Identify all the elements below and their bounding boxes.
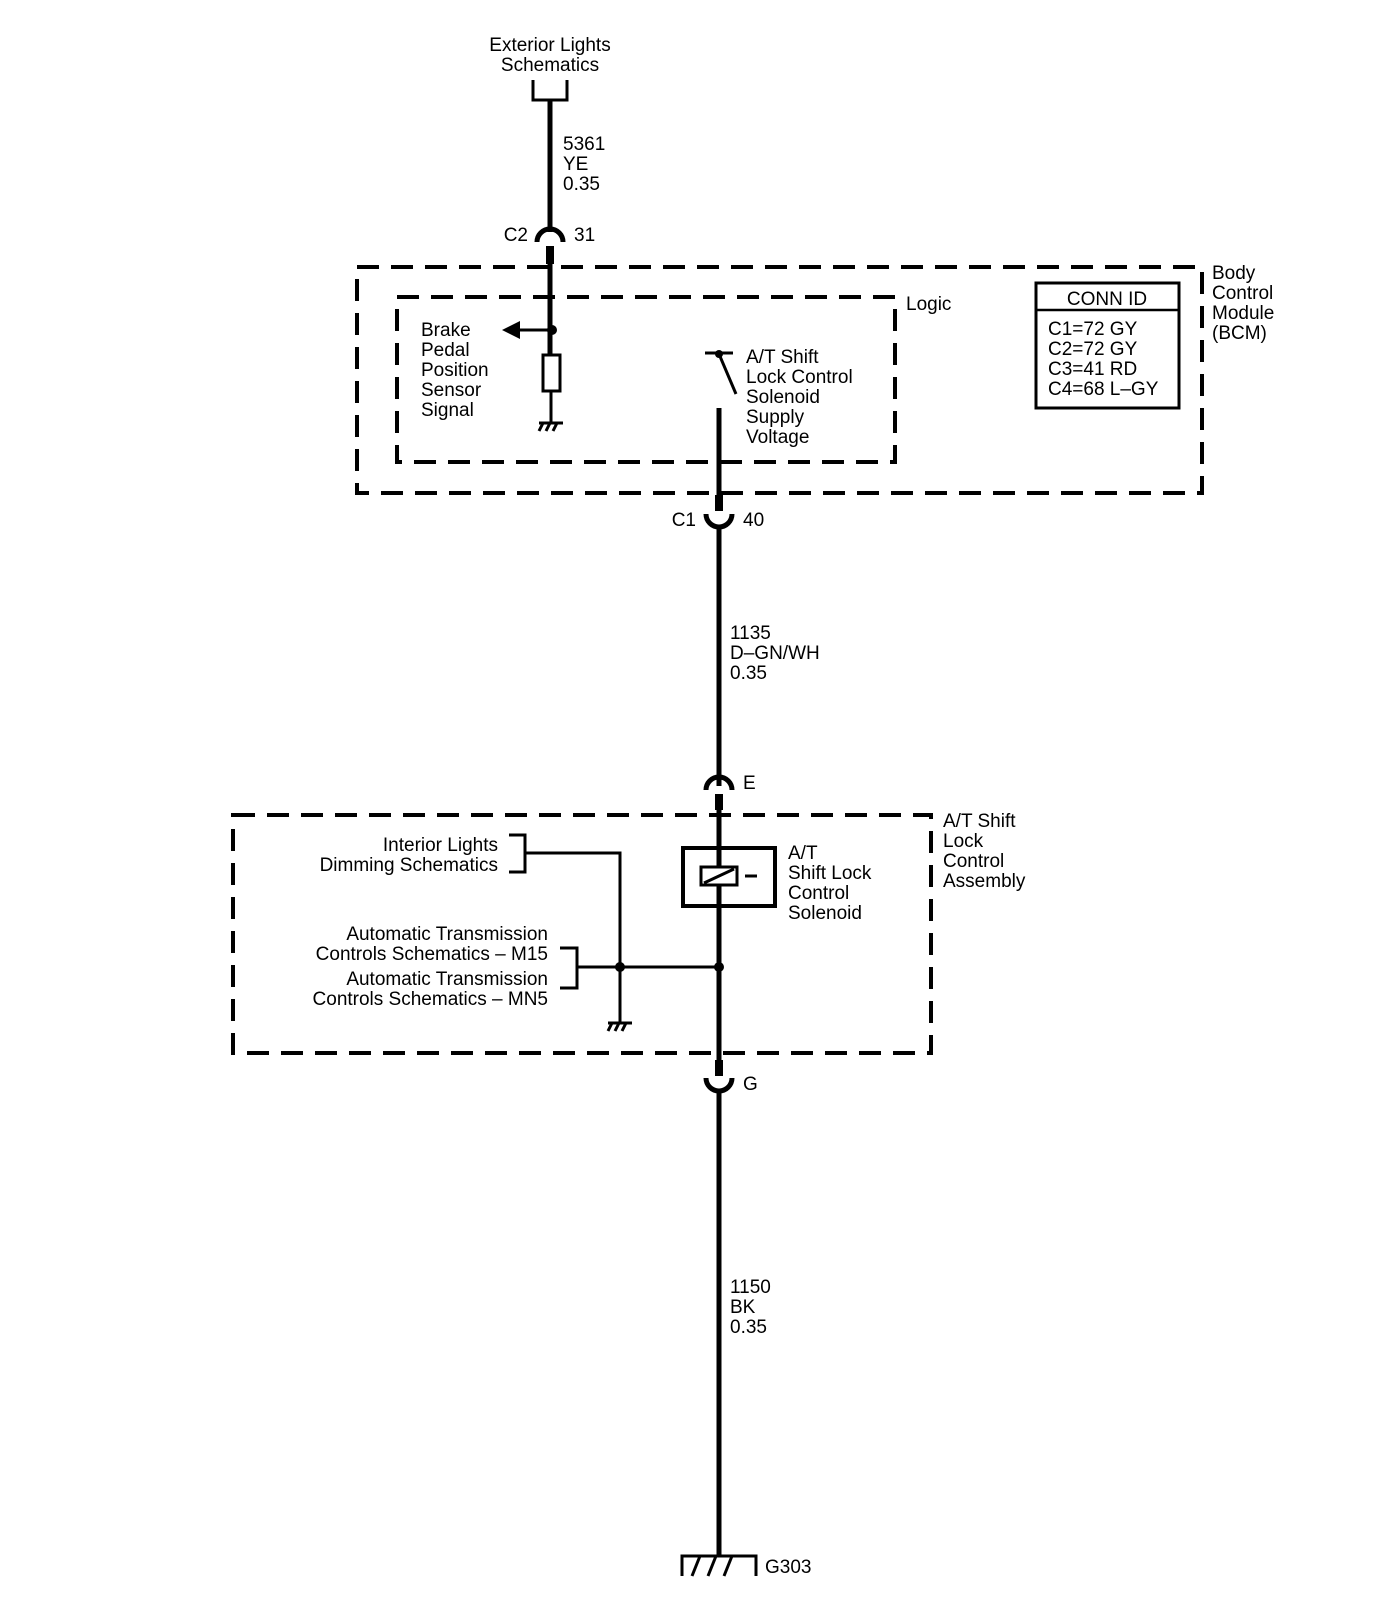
connector-c1-arc-icon [703,513,735,530]
wire-1135-label: 1135 D–GN/WH 0.35 [730,623,820,684]
switch-label-line3: Solenoid [746,387,820,408]
exterior-lights-reference[interactable]: Exterior Lights Schematics [489,35,611,102]
wire-1135-circuit: 1135 [730,623,771,644]
switch-label-line2: Lock Control [746,367,853,388]
connector-g-arc-icon [703,1077,735,1094]
wire-1150-circuit: 1150 [730,1277,771,1298]
trans-mn5-line2: Controls Schematics – MN5 [313,989,548,1010]
wire-5361-size: 0.35 [563,174,600,195]
wire-5361-label: 5361 YE 0.35 [563,134,605,195]
assembly-label-line2: Lock [943,831,984,852]
solenoid-label-line4: Solenoid [788,903,862,924]
reference-bracket-icon [560,946,579,990]
trans-m15-line2: Controls Schematics – M15 [316,944,548,965]
switch-label: A/T Shift Lock Control Solenoid Supply V… [746,347,853,448]
interior-lights-reference[interactable]: Interior Lights Dimming Schematics [320,833,527,876]
bcm-label: Body Control Module (BCM) [1212,263,1274,344]
splice-dot-icon [615,962,625,972]
conn-id-row: C4=68 L–GY [1048,379,1159,400]
connector-c2: C2 31 [504,225,595,264]
connector-c2-pin: 31 [574,225,595,246]
assembly-label-line4: Assembly [943,871,1026,892]
connector-e-pin: E [743,773,756,794]
connector-c1-name: C1 [672,510,696,531]
switch-label-line1: A/T Shift [746,347,819,368]
exterior-lights-ref-line2: Schematics [501,55,599,76]
wire-1150-label: 1150 BK 0.35 [730,1277,771,1338]
assembly-label-line3: Control [943,851,1004,872]
wire-5361-color: YE [563,154,588,175]
wire-1135-size: 0.35 [730,663,767,684]
chassis-ground-icon [680,1554,758,1577]
solenoid-label: A/T Shift Lock Control Solenoid [788,843,872,924]
connector-e-arc-icon [703,774,735,791]
conn-id-table: CONN ID C1=72 GY C2=72 GY C3=41 RD C4=68… [1034,281,1181,410]
conn-id-row: C3=41 RD [1048,359,1137,380]
solenoid-icon [681,846,777,908]
pull-down-resistor-icon [541,353,562,393]
brake-signal-label: Brake Pedal Position Sensor Signal [421,320,489,421]
signal-arrow-icon [502,321,520,339]
solenoid-label-line2: Shift Lock [788,863,872,884]
conn-id-title: CONN ID [1067,289,1147,310]
assembly-label: A/T Shift Lock Control Assembly [943,811,1026,892]
trans-m15-reference[interactable]: Automatic Transmission Controls Schemati… [316,924,548,965]
logic-label: Logic [906,294,951,315]
trans-mn5-reference[interactable]: Automatic Transmission Controls Schemati… [313,969,548,1010]
wire-1150-size: 0.35 [730,1317,767,1338]
connector-e: E [703,773,756,810]
bcm-boundary [355,265,1204,495]
reference-bracket-icon [509,833,527,874]
supply-switch-icon [705,350,738,395]
trans-mn5-line1: Automatic Transmission [346,969,548,990]
brake-label-line1: Brake [421,320,471,341]
bcm-label-line1: Body [1212,263,1256,284]
conn-id-frame [1034,281,1181,410]
switch-label-line4: Supply [746,407,805,428]
bcm-label-line2: Control [1212,283,1273,304]
reference-bracket-icon [531,80,569,102]
connector-c2-arc-icon [534,226,566,243]
trans-m15-line1: Automatic Transmission [346,924,548,945]
wire-1135-color: D–GN/WH [730,643,820,664]
connector-e-pin-icon [715,794,723,810]
logic-ground-icon [537,421,563,432]
solenoid-label-line3: Control [788,883,849,904]
connector-c2-name: C2 [504,225,528,246]
solenoid-label-line1: A/T [788,843,818,864]
connector-c1-pin-icon [715,495,723,511]
interior-ref-line2: Dimming Schematics [320,855,498,876]
brake-label-line5: Signal [421,400,474,421]
connector-g-pin-icon [715,1060,723,1076]
exterior-lights-ref-line1: Exterior Lights [489,35,610,56]
assembly-ground-icon [606,1021,632,1032]
connector-g: G [703,1060,758,1095]
interior-ref-line1: Interior Lights [383,835,498,856]
assembly-boundary [231,813,933,1055]
switch-label-line5: Voltage [746,427,809,448]
brake-label-line2: Pedal [421,340,470,361]
brake-label-line3: Position [421,360,489,381]
bcm-label-line3: Module [1212,303,1274,324]
bcm-label-line4: (BCM) [1212,323,1267,344]
brake-label-line4: Sensor [421,380,482,401]
assembly-label-line1: A/T Shift [943,811,1016,832]
connector-c2-pin-icon [546,246,554,264]
connector-c1-pin: 40 [743,510,764,531]
conn-id-row: C2=72 GY [1048,339,1138,360]
logic-boundary [395,295,897,464]
connector-g-pin: G [743,1074,758,1095]
wire-5361-circuit: 5361 [563,134,605,155]
connector-c1: C1 40 [672,495,764,531]
ground-name: G303 [765,1557,811,1578]
splice-dot-icon [714,962,724,972]
conn-id-row: C1=72 GY [1048,319,1138,340]
wire-1150-color: BK [730,1297,756,1318]
